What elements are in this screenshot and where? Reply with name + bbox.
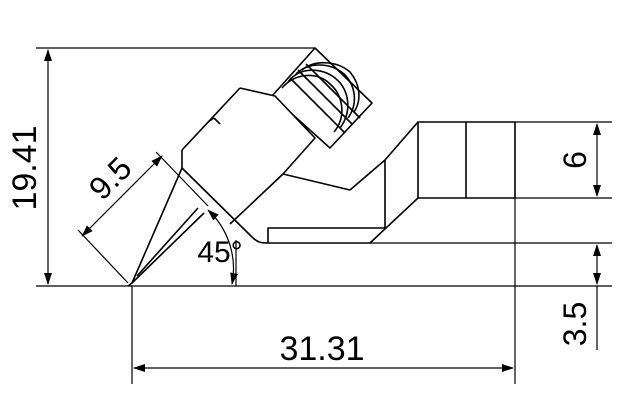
dim-tip-line: [81, 155, 163, 237]
label-port-offset: 3.5: [557, 302, 593, 346]
label-angle: 45°: [197, 236, 242, 269]
label-port-height: 6: [557, 151, 593, 169]
horizontal-arm: [251, 121, 516, 244]
label-height-total: 19.41: [6, 125, 44, 210]
label-tip-length: 9.5: [82, 150, 139, 207]
label-base-length: 31.31: [279, 330, 364, 368]
part-outline: [127, 47, 516, 287]
threaded-fitting: [271, 47, 373, 149]
dimension-lines: [36, 47, 612, 384]
dim-angle-arc: [207, 209, 239, 285]
nozzle-tip: [127, 167, 205, 287]
